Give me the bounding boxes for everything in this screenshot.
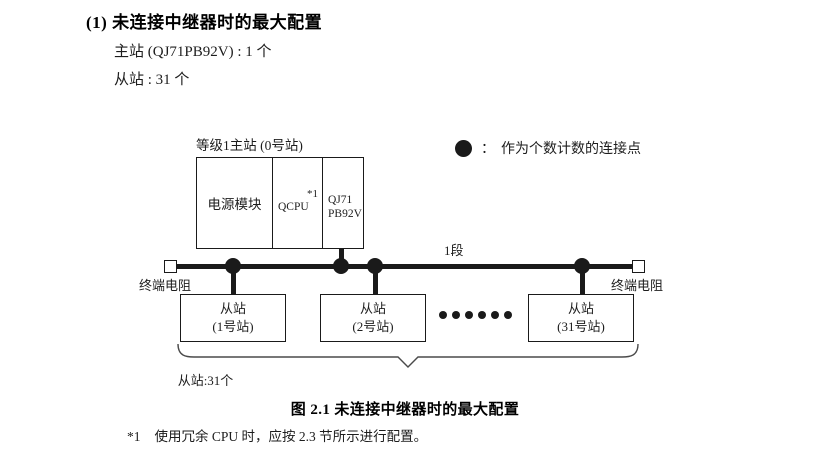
master-station-caption: 等级1主站 (0号站) bbox=[196, 138, 303, 153]
slave-station-box-1: 从站 (1号站) bbox=[180, 294, 286, 342]
cpu-module-slot: *1 QCPU bbox=[273, 158, 323, 248]
slave-station-title-2: 从站 bbox=[359, 301, 386, 317]
legend: ： 作为个数计数的连接点 bbox=[455, 138, 641, 158]
slave-station-number-1: (1号站) bbox=[212, 319, 254, 334]
power-module-slot: 电源模块 bbox=[197, 158, 273, 248]
terminating-resistor-left-label: 终端电阻 bbox=[139, 278, 192, 293]
slave-31-drop-line bbox=[580, 266, 585, 296]
footnote-marker: *1 bbox=[127, 429, 141, 444]
bus-trunk-line bbox=[170, 264, 638, 269]
master-station-unit: 电源模块 *1 QCPU QJ71 PB92V bbox=[196, 157, 364, 249]
network-module-label: QJ71 PB92V bbox=[328, 193, 362, 222]
segment-label: 1段 bbox=[444, 243, 464, 258]
network-module-label-line1: QJ71 bbox=[328, 194, 353, 206]
ellipsis-dots-icon bbox=[439, 311, 512, 319]
slave-station-number-2: (2号站) bbox=[352, 319, 394, 334]
cpu-module-label: QCPU bbox=[278, 201, 309, 213]
terminating-resistor-left-icon bbox=[164, 260, 177, 273]
legend-colon: ： bbox=[481, 142, 495, 157]
power-module-label: 电源模块 bbox=[207, 197, 262, 212]
filled-circle-icon bbox=[455, 139, 472, 157]
legend-label: 作为个数计数的连接点 bbox=[501, 142, 641, 157]
slave-1-drop-line bbox=[231, 266, 236, 296]
spec-slave-count: 从站 : 31 个 bbox=[114, 72, 190, 88]
slave-station-number-31: (31号站) bbox=[557, 319, 605, 334]
slave-station-title-1: 从站 bbox=[219, 301, 246, 317]
spec-master-count: 主站 (QJ71PB92V) : 1 个 bbox=[114, 44, 272, 60]
figure-caption: 图 2.1 未连接中继器时的最大配置 bbox=[0, 398, 821, 419]
connection-point-master bbox=[333, 258, 349, 274]
network-module-slot: QJ71 PB92V bbox=[323, 158, 363, 248]
terminating-resistor-right-label: 终端电阻 bbox=[611, 278, 664, 293]
slave-station-title-31: 从站 bbox=[567, 301, 594, 317]
slave-station-box-31: 从站 (31号站) bbox=[528, 294, 634, 342]
cpu-footnote-marker: *1 bbox=[307, 188, 318, 200]
figure-caption-text: 图 2.1 未连接中继器时的最大配置 bbox=[290, 402, 520, 418]
footnote: *1 使用冗余 CPU 时，应按 2.3 节所示进行配置。 bbox=[127, 425, 427, 445]
slave-station-box-2: 从站 (2号站) bbox=[320, 294, 426, 342]
slave-group-brace bbox=[177, 344, 639, 368]
section-heading: (1) 未连接中继器时的最大配置 bbox=[86, 13, 323, 32]
network-module-label-line2: PB92V bbox=[328, 208, 362, 221]
slave-2-drop-line bbox=[373, 266, 378, 296]
footnote-text: 使用冗余 CPU 时，应按 2.3 节所示进行配置。 bbox=[154, 429, 428, 444]
slave-group-brace-label-text: 从站:31个 bbox=[177, 373, 234, 388]
terminating-resistor-right-icon bbox=[632, 260, 645, 273]
slave-group-brace-label: 从站:31个 bbox=[0, 370, 821, 389]
